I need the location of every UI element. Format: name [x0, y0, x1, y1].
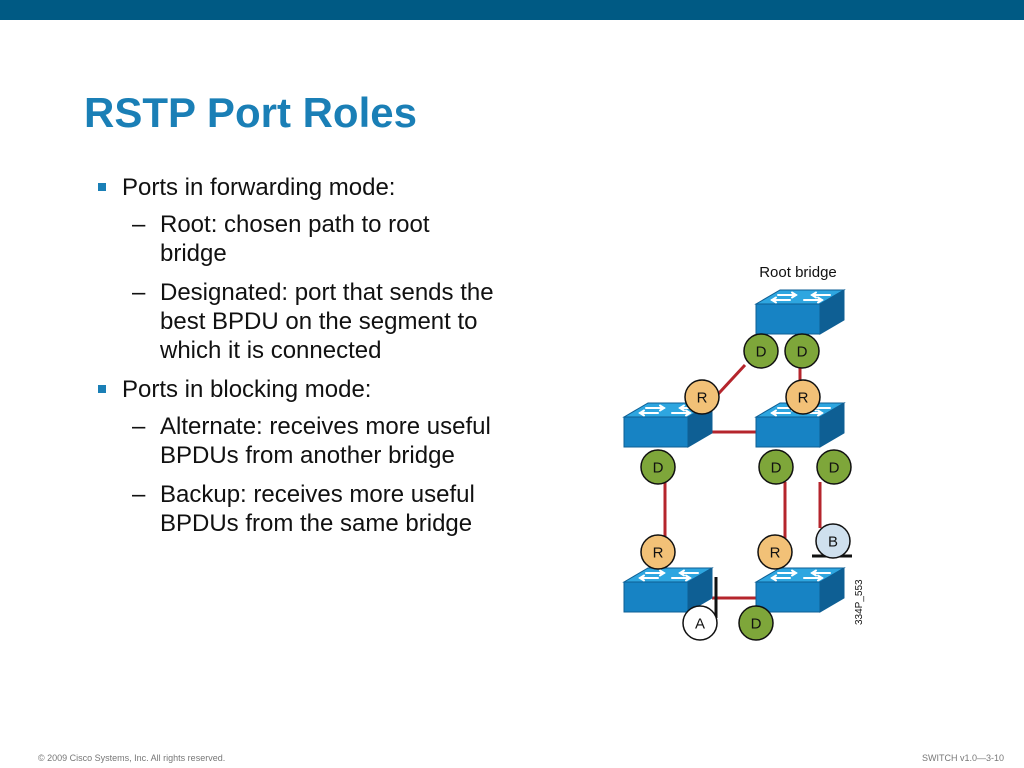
switch-bottom-right-icon [755, 567, 845, 613]
sub-bullet-text: Root: chosen path to root bridge [160, 211, 430, 267]
bullet-forwarding-mode: Ports in forwarding mode: [96, 173, 496, 202]
footer-course-id: SWITCH v1.0—3-10 [921, 753, 1004, 763]
port-bottom-right-r: R [757, 534, 793, 570]
svg-text:R: R [770, 545, 781, 562]
svg-text:D: D [771, 460, 782, 477]
sub-bullet-backup: – Backup: receives more useful BPDUs fro… [96, 480, 496, 538]
port-right-d2: D [816, 449, 852, 485]
port-backup-b: B [815, 523, 851, 559]
svg-text:R: R [697, 390, 708, 407]
footer-copyright: © 2009 Cisco Systems, Inc. All rights re… [38, 753, 226, 763]
slide-title: RSTP Port Roles [84, 89, 417, 136]
bullet-blocking-mode: Ports in blocking mode: [96, 375, 496, 404]
port-alternate-a: A [682, 605, 718, 641]
sub-bullet-text: Backup: receives more useful BPDUs from … [160, 481, 475, 537]
rstp-topology-diagram: D D R R D D D R R B A D Root [623, 264, 865, 641]
dash-marker: – [132, 481, 146, 508]
svg-text:D: D [797, 344, 808, 361]
svg-text:D: D [756, 344, 767, 361]
sub-bullet-alternate: – Alternate: receives more useful BPDUs … [96, 412, 496, 470]
dash-marker: – [132, 279, 146, 306]
port-bottom-d: D [738, 605, 774, 641]
root-bridge-label: Root bridge [759, 264, 837, 281]
header-band [0, 0, 1024, 20]
svg-text:R: R [653, 545, 664, 562]
sub-bullet-designated: – Designated: port that sends the best B… [96, 278, 496, 365]
port-right-r: R [785, 379, 821, 415]
svg-text:D: D [829, 460, 840, 477]
dash-marker: – [132, 211, 146, 238]
sub-bullet-text: Alternate: receives more useful BPDUs fr… [160, 413, 491, 469]
port-right-d1: D [758, 449, 794, 485]
port-bottom-left-r: R [640, 534, 676, 570]
svg-text:D: D [653, 460, 664, 477]
port-left-r: R [684, 379, 720, 415]
port-left-d: D [640, 449, 676, 485]
sub-bullet-root: – Root: chosen path to root bridge [96, 210, 496, 268]
bullet-text: Ports in forwarding mode: [122, 174, 396, 201]
svg-text:R: R [798, 390, 809, 407]
dash-marker: – [132, 413, 146, 440]
figure-id-label: 334P_553 [854, 579, 865, 625]
bullet-text: Ports in blocking mode: [122, 376, 372, 403]
svg-text:A: A [695, 616, 705, 633]
bullet-square-icon [98, 183, 106, 191]
switch-root-icon [755, 289, 845, 335]
bullet-square-icon [98, 385, 106, 393]
svg-text:D: D [751, 616, 762, 633]
svg-text:B: B [828, 534, 838, 551]
port-top-d1: D [743, 333, 779, 369]
port-top-d2: D [784, 333, 820, 369]
bullet-list: Ports in forwarding mode: – Root: chosen… [96, 173, 496, 548]
sub-bullet-text: Designated: port that sends the best BPD… [160, 279, 494, 364]
